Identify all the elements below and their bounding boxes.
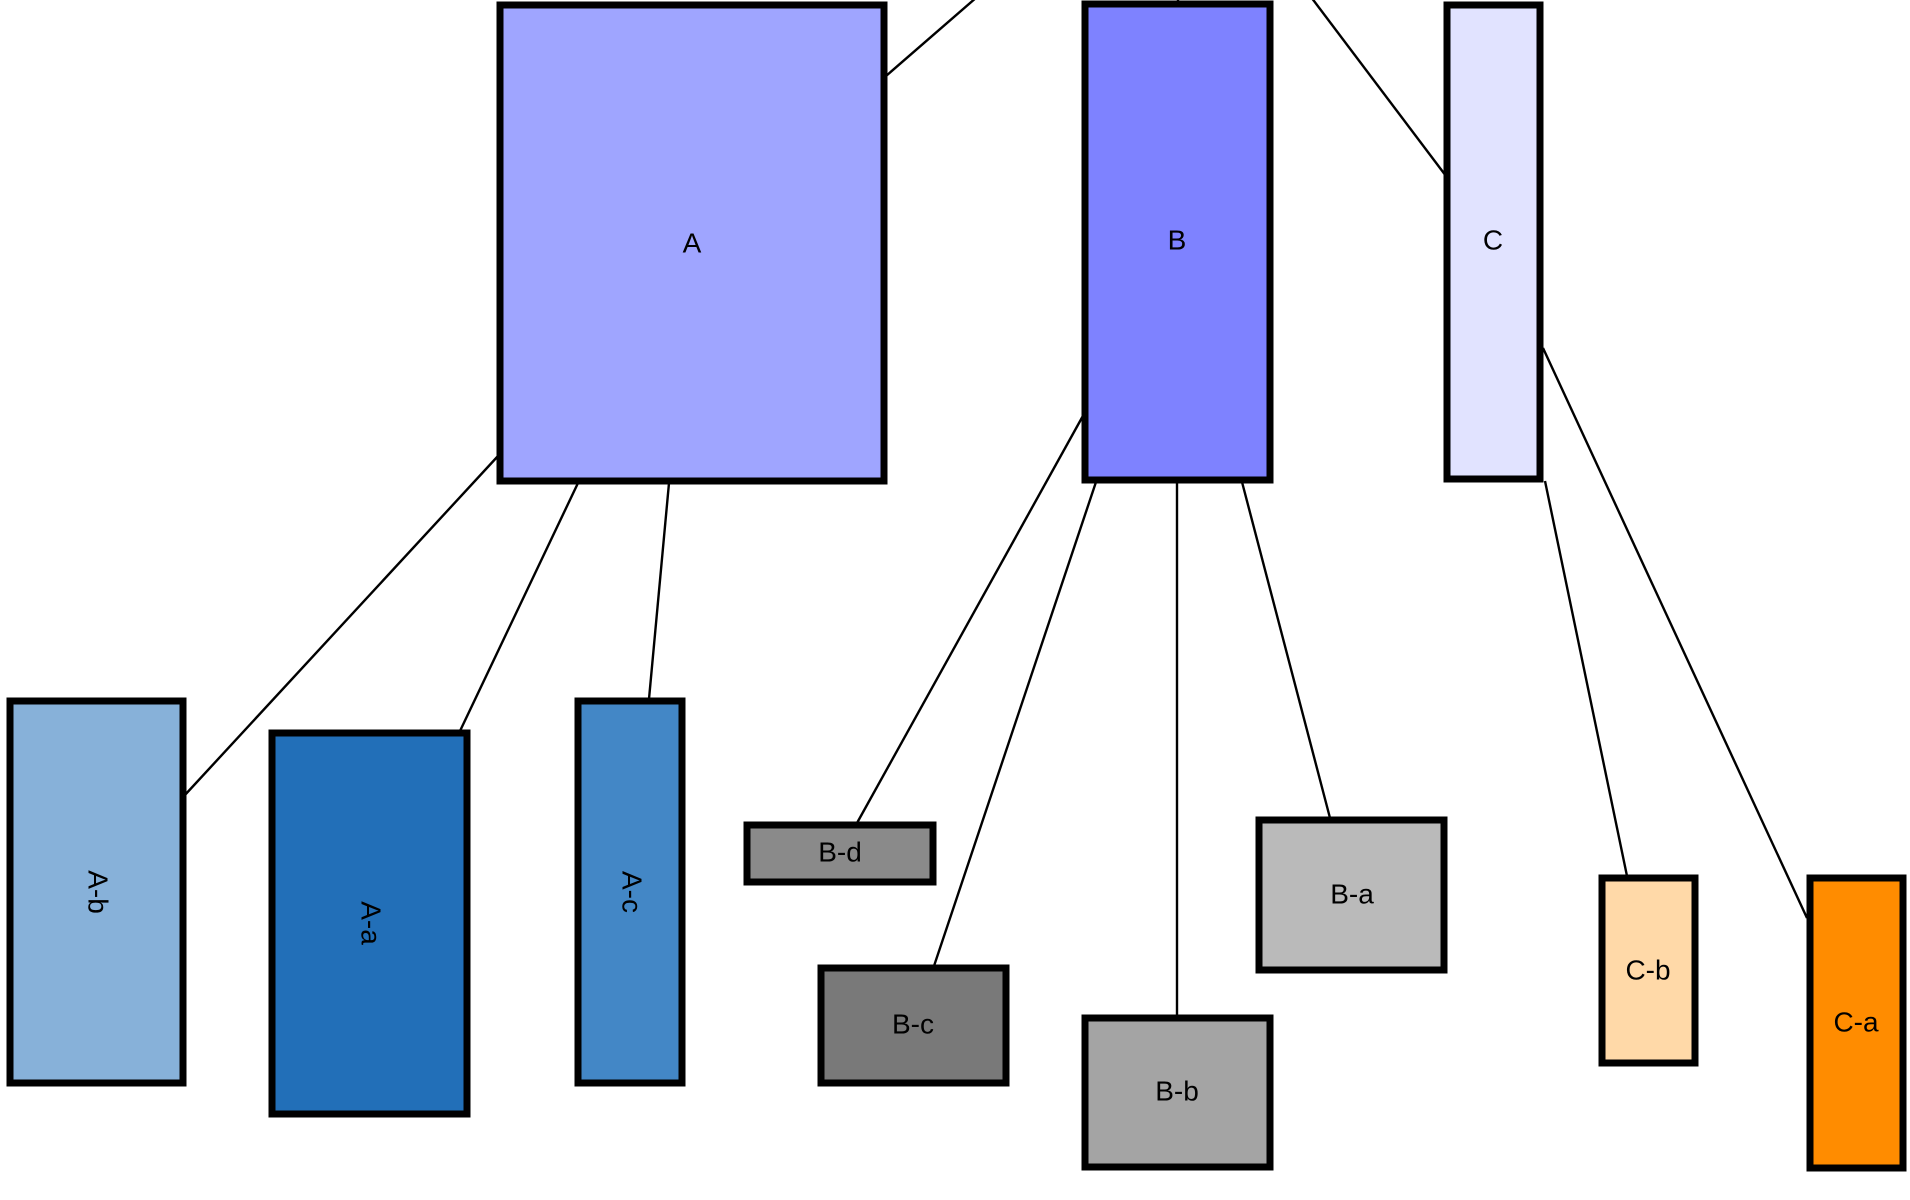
node-B-d[interactable]: B-d [743,821,937,886]
node-C-a[interactable]: C-a [1806,874,1907,1172]
node-A-label: A [683,227,702,258]
node-C-rect [1443,1,1544,483]
node-A[interactable]: A [496,1,888,485]
node-B-a-rect [1255,816,1448,974]
node-B-b[interactable]: B-b [1081,1014,1274,1171]
node-A-a-rect [268,729,471,1118]
node-B-b-label: B-b [1155,1075,1199,1106]
node-B-label: B [1168,224,1187,255]
node-C-b[interactable]: C-b [1598,874,1699,1067]
edge-root-A [885,0,976,77]
node-C-b-label: C-b [1625,954,1670,985]
node-B-a[interactable]: B-a [1255,816,1448,974]
node-B-b-rect [1081,1014,1274,1171]
node-C-a-rect [1806,874,1907,1172]
edge-B-Ba [1240,481,1332,819]
node-B-d-rect [743,821,937,886]
node-A-b[interactable]: A-b [6,697,187,1087]
node-B-rect [1081,0,1274,484]
node-A-c[interactable]: A-c [574,697,686,1087]
node-B-a-label: B-a [1330,878,1374,909]
node-A-b-rect [6,697,187,1087]
node-B-c[interactable]: B-c [817,964,1010,1087]
node-A-c-rect [574,697,686,1087]
node-B[interactable]: B [1081,0,1274,484]
edge-C-Ca [1541,347,1809,919]
edge-B-Bd [855,413,1086,824]
node-B-c-label: B-c [892,1008,934,1039]
edge-root-C [1311,0,1447,177]
node-C-a-label: C-a [1833,1006,1879,1037]
node-A-c-label: A-c [617,871,648,913]
node-C-label: C [1483,224,1503,255]
node-A-a[interactable]: A-a [268,729,471,1118]
edge-A-Aa [458,482,580,732]
node-C[interactable]: C [1443,1,1544,483]
node-A-a-label: A-a [356,901,387,945]
node-B-c-rect [817,964,1010,1087]
edge-A-Ab [183,455,499,797]
node-A-b-label: A-b [83,870,114,914]
node-A-rect [496,1,888,485]
edge-C-Cb [1543,480,1629,877]
edge-A-Ac [647,482,671,700]
node-C-b-rect [1598,874,1699,1067]
node-B-d-label: B-d [818,836,862,867]
edge-B-Bc [932,481,1098,967]
